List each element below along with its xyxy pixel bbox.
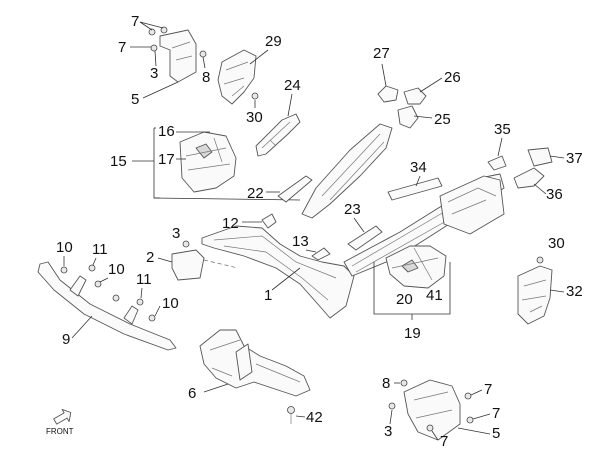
callout-11: 11 — [92, 241, 108, 258]
callout-8: 8 — [202, 69, 210, 86]
callout-2: 2 — [146, 249, 154, 266]
callout-36: 36 — [546, 186, 563, 203]
callout-15: 15 — [110, 153, 127, 170]
callout-42: 42 — [306, 409, 323, 426]
part-16-17 — [179, 131, 237, 193]
callout-7: 7 — [131, 13, 139, 30]
callout-19: 19 — [404, 325, 421, 342]
stabilizer-bar — [37, 261, 177, 351]
callout-10: 10 — [162, 295, 179, 312]
front-label: FRONT — [46, 427, 74, 436]
callout-23: 23 — [344, 201, 361, 218]
callout-29: 29 — [265, 33, 282, 50]
callout-3: 3 — [172, 225, 180, 242]
part-32 — [517, 256, 553, 325]
callout-1: 1 — [264, 287, 272, 304]
callout-35: 35 — [494, 121, 511, 138]
callout-7: 7 — [118, 39, 126, 56]
callout-10: 10 — [56, 239, 73, 256]
callout-13: 13 — [292, 233, 309, 250]
main-frame-rail — [201, 123, 505, 319]
callout-17: 17 — [158, 151, 175, 168]
callout-12: 12 — [222, 215, 239, 232]
callout-30: 30 — [246, 109, 263, 126]
callout-34: 34 — [410, 159, 427, 176]
callout-24: 24 — [284, 77, 301, 94]
part-29 — [217, 49, 257, 105]
callout-8: 8 — [382, 375, 390, 392]
callout-20: 20 — [396, 291, 413, 308]
part-13 — [311, 247, 331, 261]
parts-25-26-27 — [377, 85, 427, 129]
callout-6: 6 — [188, 385, 196, 402]
callout-37: 37 — [566, 150, 583, 167]
callout-16: 16 — [158, 123, 175, 140]
part-6 — [199, 329, 311, 424]
bracket-bottom-right — [388, 379, 474, 441]
callout-5: 5 — [131, 91, 139, 108]
callout-41: 41 — [426, 287, 443, 304]
callout-7: 7 — [440, 433, 448, 450]
callout-5: 5 — [492, 425, 500, 442]
callout-10: 10 — [108, 261, 125, 278]
callout-7: 7 — [492, 405, 500, 422]
part-20-41 — [385, 245, 447, 289]
callout-11: 11 — [136, 271, 152, 288]
callout-7: 7 — [484, 381, 492, 398]
callout-25: 25 — [434, 111, 451, 128]
front-arrow-icon — [53, 408, 72, 425]
part-22 — [277, 175, 313, 203]
part-12 — [261, 213, 277, 229]
callout-30: 30 — [548, 235, 565, 252]
callout-9: 9 — [62, 331, 70, 348]
part-23 — [347, 225, 383, 251]
parts-35-36-37 — [487, 147, 553, 189]
part-24 — [255, 113, 301, 157]
callout-3: 3 — [150, 65, 158, 82]
bracket-top-left — [148, 26, 207, 83]
callout-3: 3 — [384, 423, 392, 440]
callout-26: 26 — [444, 69, 461, 86]
callout-27: 27 — [373, 45, 390, 62]
callout-22: 22 — [247, 185, 264, 202]
callout-32: 32 — [566, 283, 583, 300]
part-2-bracket — [171, 240, 205, 281]
part-34 — [387, 177, 443, 201]
